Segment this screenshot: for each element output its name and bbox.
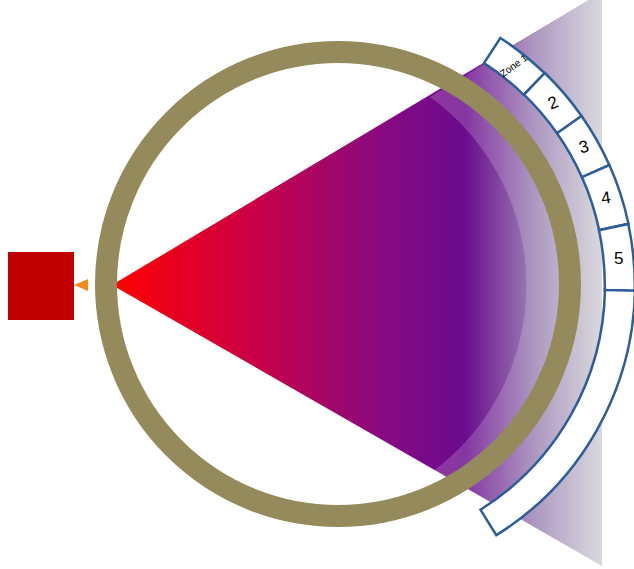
detector-zone: 4 bbox=[579, 162, 631, 233]
zone-shape bbox=[599, 224, 634, 290]
zone-label: 5 bbox=[614, 250, 623, 267]
x-ray-source bbox=[8, 252, 74, 320]
source-tip bbox=[74, 279, 88, 291]
detector-zone: 5 bbox=[596, 221, 634, 293]
zone-shape bbox=[582, 165, 628, 230]
detector-segment bbox=[480, 290, 634, 536]
gantry-ring bbox=[106, 52, 570, 516]
